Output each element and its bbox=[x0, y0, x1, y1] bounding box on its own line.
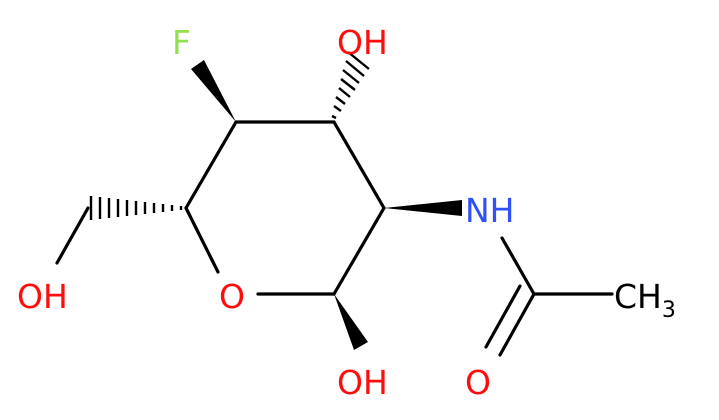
bond-nh-carbonyl bbox=[500, 236, 536, 296]
bond-ch2-oh bbox=[55, 206, 90, 265]
methyl-subscript: 3 bbox=[662, 298, 676, 323]
wedge-bond-c5-f bbox=[191, 60, 236, 122]
atom-nh: NH bbox=[465, 191, 515, 230]
bond-c6-c5 bbox=[184, 120, 238, 210]
wedge-bond-c2-oh bbox=[334, 294, 368, 350]
bond-carbonyl-o-1 bbox=[498, 292, 536, 357]
bond-c4-c3 bbox=[332, 120, 386, 210]
methyl-ch: CH bbox=[614, 277, 662, 316]
atom-fluorine: F bbox=[172, 23, 191, 62]
atom-labels: F OH NH OH O OH O CH3 bbox=[17, 23, 676, 402]
ring-bonds bbox=[184, 120, 386, 296]
bond-c3-c2 bbox=[332, 206, 386, 296]
atom-hydroxyl-left: OH bbox=[17, 277, 68, 316]
atom-hydroxyl-bottom: OH bbox=[337, 363, 388, 402]
atom-hydroxyl-top: OH bbox=[337, 23, 388, 62]
atom-carbonyl-oxygen: O bbox=[465, 363, 491, 402]
atom-methyl: CH3 bbox=[614, 277, 676, 323]
atom-ring-oxygen: O bbox=[219, 277, 245, 316]
bond-carbonyl-o-2 bbox=[484, 284, 522, 349]
bond-ring-o-c6 bbox=[184, 206, 220, 274]
wedge-bond-c3-nh bbox=[384, 200, 462, 216]
hashed-bond-c6-ch2 bbox=[89, 196, 183, 220]
hashed-bond-c4-oh bbox=[331, 51, 370, 120]
substituent-bonds bbox=[55, 51, 614, 357]
